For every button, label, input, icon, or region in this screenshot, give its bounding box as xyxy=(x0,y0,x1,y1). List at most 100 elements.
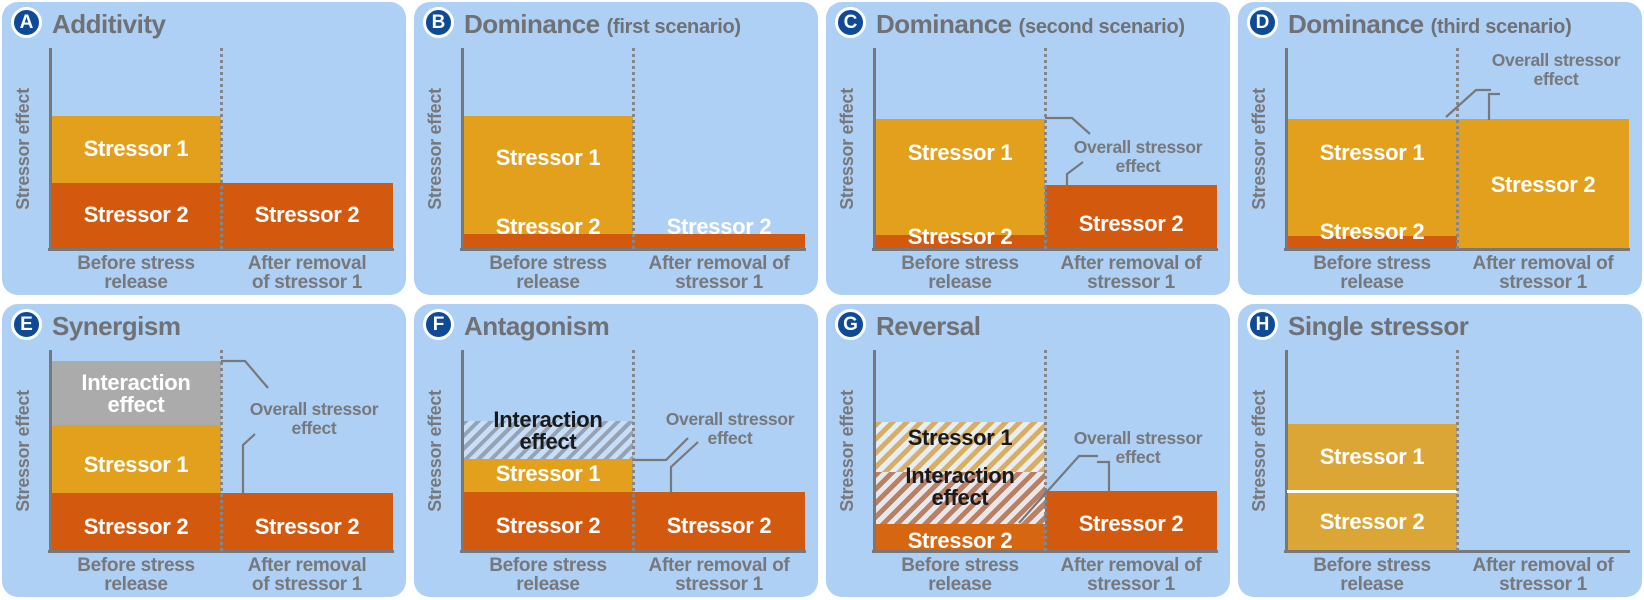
bar-stressor1-before xyxy=(51,425,221,493)
dotted-divider-line xyxy=(1044,48,1047,249)
x-label-after-line1: After removal xyxy=(247,555,367,576)
bar-stressor2-before xyxy=(1287,493,1457,550)
bar-stressor1-hatched xyxy=(875,422,1045,472)
y-axis-line xyxy=(873,48,876,249)
panel-letter-badge: H xyxy=(1247,309,1278,340)
stressor2-before-label: Stressor 2 xyxy=(495,513,601,538)
overall-effect-line2: effect xyxy=(1533,69,1579,89)
x-label-after-line2: stressor 1 xyxy=(675,272,763,293)
x-label-after-line2: stressor 1 xyxy=(675,574,763,595)
y-axis-line xyxy=(1285,350,1288,551)
y-axis-line xyxy=(49,350,52,551)
y-axis-line xyxy=(1285,48,1288,249)
stressor2-before-label: Stressor 2 xyxy=(907,528,1013,553)
panel-title: Antagonism xyxy=(464,311,610,342)
panel-letter-badge: C xyxy=(835,7,866,38)
x-label-after-line2: stressor 1 xyxy=(1499,272,1587,293)
bar-stressor2-after xyxy=(1045,185,1217,248)
bar-stressor2-before xyxy=(463,492,633,550)
stressor2-before-label: Stressor 2 xyxy=(495,214,601,239)
x-label-before-line2: release xyxy=(104,272,168,293)
x-label-after-line1: After removal of xyxy=(1060,555,1202,576)
interaction-line1: Interaction xyxy=(493,407,603,432)
stressor1-label: Stressor 1 xyxy=(1319,444,1425,469)
bar-interaction-effect-hatched xyxy=(463,421,633,459)
panel-subtitle: (second scenario) xyxy=(1018,16,1185,38)
bar-stressor1-before xyxy=(463,459,633,492)
bar-stressor2-after xyxy=(221,183,393,248)
bar-stressor2-before xyxy=(1287,236,1457,248)
panel-dominance-third: D Dominance(third scenario) Stressor eff… xyxy=(1238,2,1642,295)
stressor2-after-label: Stressor 2 xyxy=(1078,511,1184,536)
panel-subtitle: (third scenario) xyxy=(1430,16,1572,38)
bar-stressor2-after xyxy=(633,492,805,550)
panel-title-text: Antagonism xyxy=(464,311,610,341)
overall-effect-line2: effect xyxy=(291,418,337,438)
panel-additivity: A Additivity Stressor effect Stressor 1 … xyxy=(2,2,406,295)
panel-title: Additivity xyxy=(52,9,166,40)
stressor2-before-label: Stressor 2 xyxy=(907,224,1013,249)
panel-title-text: Dominance xyxy=(464,9,600,39)
panel-letter-badge: F xyxy=(423,309,454,340)
x-label-after-line2: stressor 1 xyxy=(1087,574,1175,595)
bar-stressor2-after xyxy=(1457,119,1629,248)
y-axis-label: Stressor effect xyxy=(1249,88,1269,210)
overall-effect-line2: effect xyxy=(707,428,753,448)
stressor2-before-label: Stressor 2 xyxy=(83,514,189,539)
bar-stressor1-before xyxy=(875,119,1045,235)
y-axis-label: Stressor effect xyxy=(837,390,857,512)
interaction-line2: effect xyxy=(931,485,989,510)
stressor1-label: Stressor 1 xyxy=(907,140,1013,165)
x-label-before-line1: Before stress xyxy=(1313,253,1431,274)
panel-dominance-first: B Dominance(first scenario) Stressor eff… xyxy=(414,2,818,295)
dotted-divider-line xyxy=(1456,48,1459,249)
panel-title-text: Synergism xyxy=(52,311,181,341)
stressor1-label: Stressor 1 xyxy=(907,425,1013,450)
x-axis-line xyxy=(48,248,394,251)
stressor2-before-label: Stressor 2 xyxy=(83,202,189,227)
bar-stressor2-before xyxy=(51,493,221,550)
x-label-before-line2: release xyxy=(1340,272,1404,293)
x-label-after-line1: After removal of xyxy=(1060,253,1202,274)
panel-dominance-second: C Dominance(second scenario) Stressor ef… xyxy=(826,2,1230,295)
x-label-after-line1: After removal xyxy=(247,253,367,274)
y-axis-label: Stressor effect xyxy=(425,88,445,210)
x-label-before-line2: release xyxy=(1340,574,1404,595)
panel-title: Synergism xyxy=(52,311,181,342)
x-label-before-line1: Before stress xyxy=(489,253,607,274)
panel-letter-badge: D xyxy=(1247,7,1278,38)
bar-stressor1-before xyxy=(463,116,633,234)
panel-letter-badge: B xyxy=(423,7,454,38)
panel-title-text: Additivity xyxy=(52,9,166,39)
overall-effect-line1: Overall stressor xyxy=(1491,50,1621,70)
bar-stressor2-after xyxy=(221,493,393,550)
overall-effect-line2: effect xyxy=(1115,447,1161,467)
x-label-after-line1: After removal of xyxy=(1472,253,1614,274)
dotted-divider-line xyxy=(1044,350,1047,551)
stressor1-label: Stressor 1 xyxy=(83,452,189,477)
bar-interaction-effect-hatched xyxy=(875,472,1045,524)
dotted-divider-line xyxy=(220,350,223,551)
interaction-line1: Interaction xyxy=(905,463,1015,488)
y-axis-line xyxy=(461,48,464,249)
panel-title: Single stressor xyxy=(1288,311,1469,342)
overall-effect-line1: Overall stressor xyxy=(665,409,795,429)
panel-title: Reversal xyxy=(876,311,981,342)
y-axis-line xyxy=(461,350,464,551)
overall-effect-line1: Overall stressor xyxy=(249,399,379,419)
